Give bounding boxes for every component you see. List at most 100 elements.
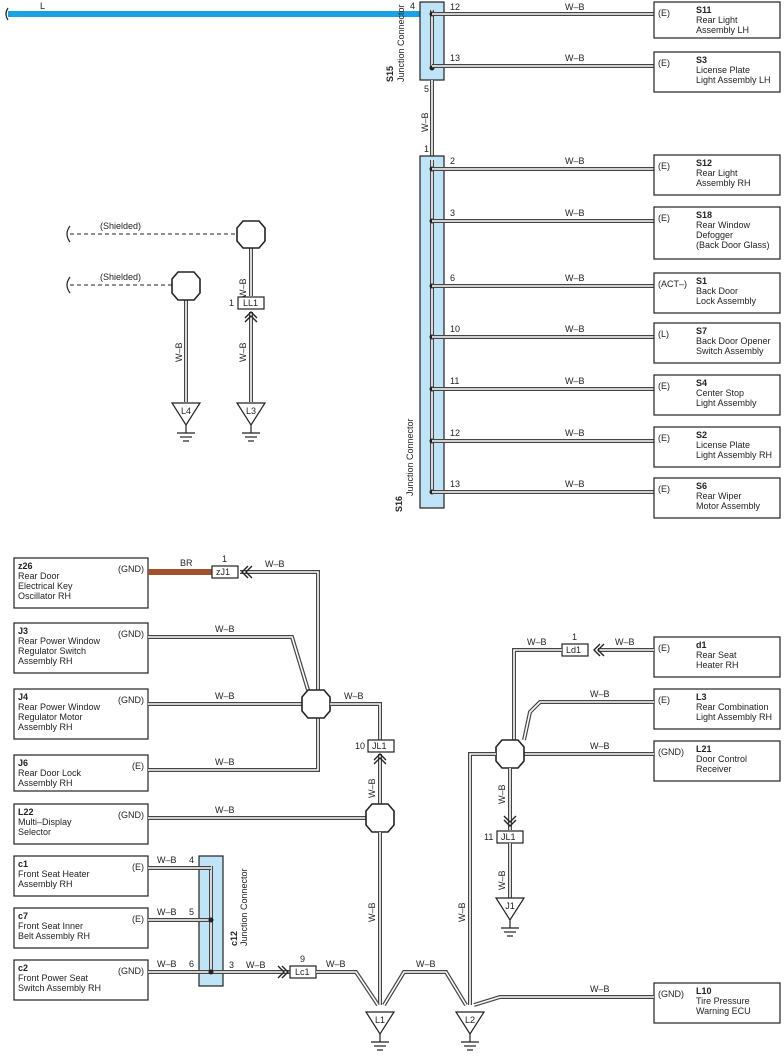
component-terminal: (E) — [658, 643, 670, 653]
splice-point — [236, 220, 266, 249]
component-box — [653, 206, 781, 260]
s15-outputs: 12 W–B 13 W–B 5 W–B 1 — [420, 2, 654, 156]
svg-text:W–B: W–B — [157, 959, 177, 969]
component-label: (Back Door Glass) — [696, 240, 770, 250]
component-box — [653, 688, 781, 730]
component-code: c7 — [18, 911, 28, 921]
svg-text:5: 5 — [189, 907, 194, 917]
component-box — [653, 51, 781, 93]
svg-text:10: 10 — [450, 324, 460, 334]
connector-zJ1 — [211, 565, 239, 579]
svg-text:W–B: W–B — [565, 156, 585, 166]
component-label: Rear Door — [18, 571, 60, 581]
component-label: Center Stop — [696, 388, 744, 398]
lower-left-wiring: BR zJ1 1 W–B W–B W–B W–B W–B JL1 10 W–B … — [148, 554, 395, 1007]
component-label: Regulator Motor — [18, 712, 83, 722]
svg-text:zJ1: zJ1 — [216, 567, 230, 577]
component-code: d1 — [696, 640, 707, 650]
component-box — [13, 803, 149, 845]
component-box — [653, 322, 781, 364]
svg-text:W–B: W–B — [457, 902, 467, 922]
component-label: Electrical Key — [18, 581, 73, 591]
svg-text:10: 10 — [355, 741, 365, 751]
svg-text:JL1: JL1 — [501, 832, 516, 842]
svg-text:W–B: W–B — [527, 637, 547, 647]
svg-text:W–B: W–B — [215, 624, 235, 634]
component-label: Assembly RH — [18, 722, 73, 732]
component-code: L3 — [696, 692, 707, 702]
component-label: Light Assembly RH — [696, 450, 772, 460]
wire-label: W–B — [238, 278, 248, 298]
ground-label: J1 — [505, 901, 515, 911]
svg-text:W–B: W–B — [615, 637, 635, 647]
component-label: Switch Assembly RH — [18, 983, 101, 993]
component-code: S6 — [696, 481, 707, 491]
component-box — [653, 154, 781, 196]
svg-text:W–B: W–B — [215, 805, 235, 815]
component-label: Front Power Seat — [18, 973, 89, 983]
component-terminal: (L) — [658, 329, 669, 339]
component-code: S11 — [696, 5, 712, 15]
component-code: c2 — [18, 963, 28, 973]
component-code: S3 — [696, 55, 707, 65]
component-terminal: (E) — [132, 761, 144, 771]
ground-label: L4 — [181, 406, 191, 416]
component-box — [13, 622, 149, 674]
blue-wire: L 4 — [5, 1, 420, 21]
svg-text:3: 3 — [450, 208, 455, 218]
svg-text:2: 2 — [450, 156, 455, 166]
component-label: Assembly RH — [18, 879, 73, 889]
svg-text:W–B: W–B — [367, 778, 377, 798]
svg-text:W–B: W–B — [416, 959, 436, 969]
splice-point — [495, 739, 525, 769]
s15-code: S15 — [385, 66, 395, 82]
shielded-label: (Shielded) — [100, 221, 141, 231]
component-terminal: (E) — [658, 484, 670, 494]
ground-label: L3 — [246, 406, 256, 416]
s16-pin-1: 1 — [424, 144, 429, 154]
svg-text:W–B: W–B — [344, 691, 364, 701]
component-label: Light Assembly — [696, 398, 757, 408]
component-box — [13, 959, 149, 1001]
component-label: Assembly RH — [696, 178, 751, 188]
svg-text:LL1: LL1 — [243, 298, 258, 308]
component-label: Warning ECU — [696, 1006, 751, 1016]
svg-text:JL1: JL1 — [372, 741, 387, 751]
component-terminal: (E) — [132, 914, 144, 924]
component-label: Door Control — [696, 754, 747, 764]
brown-wire-label: BR — [180, 558, 193, 568]
component-label: Receiver — [696, 764, 732, 774]
component-box — [13, 754, 149, 792]
component-code: S18 — [696, 210, 712, 220]
ground-L2: L2 — [454, 1011, 486, 1051]
svg-text:Ld1: Ld1 — [566, 645, 581, 655]
component-terminal: (GND) — [118, 966, 144, 976]
svg-text:12: 12 — [450, 428, 460, 438]
component-label: Rear Seat — [696, 650, 737, 660]
connector-JL1-upper — [367, 739, 395, 753]
s15-pin-13: 13 — [450, 53, 460, 63]
c12-name: Junction Connector — [239, 868, 249, 946]
component-label: Switch Assembly — [696, 346, 764, 356]
svg-text:1: 1 — [229, 298, 234, 308]
component-label: Front Seat Heater — [18, 869, 90, 879]
component-label: License Plate — [696, 440, 750, 450]
component-box — [13, 907, 149, 949]
component-box — [13, 688, 149, 740]
wire-label: W–B — [565, 53, 585, 63]
component-label: Rear Power Window — [18, 702, 101, 712]
s15-pin-12: 12 — [450, 2, 460, 12]
component-label: Heater RH — [696, 660, 739, 670]
component-label: Rear Light — [696, 168, 738, 178]
